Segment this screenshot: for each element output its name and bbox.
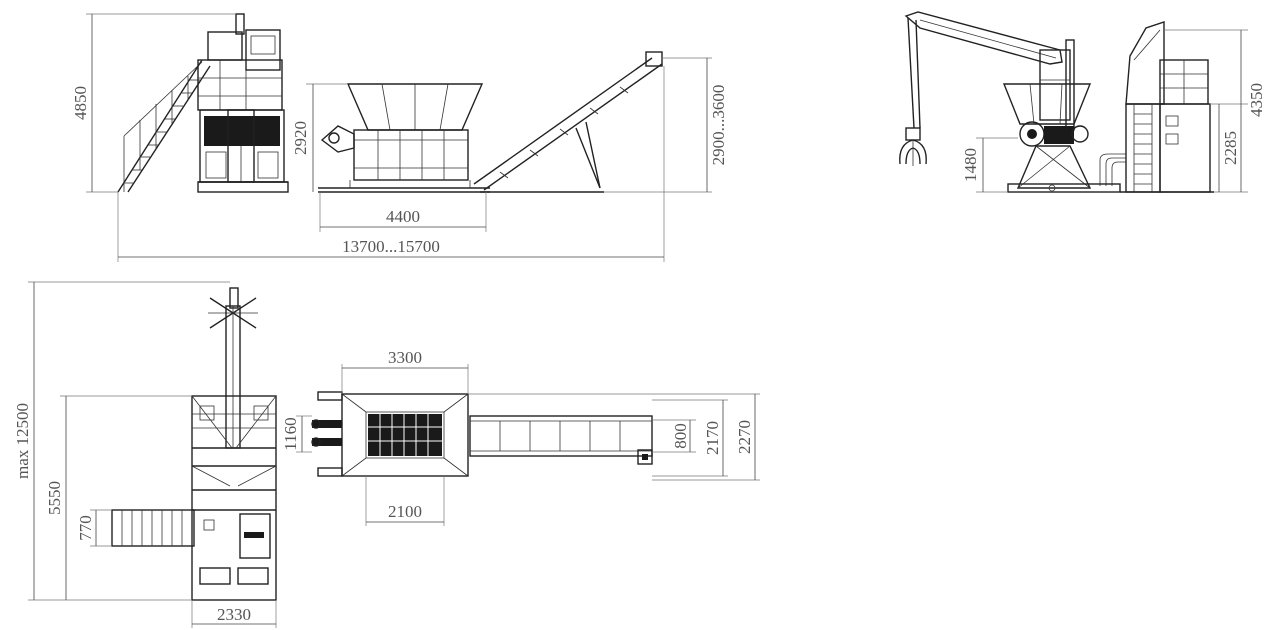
top-dimensions: 3300 1160 2100 800 2170 2270: [281, 348, 760, 526]
plan-frame: [191, 395, 277, 601]
top-view: 3300 1160 2100 800 2170 2270: [281, 348, 760, 526]
loading-crane: [899, 11, 1063, 166]
dim-top-conveyor-width: 800: [671, 423, 690, 449]
dim-total-length: 13700...15700: [342, 237, 440, 256]
dim-plan-frame-length: 5550: [45, 481, 64, 515]
access-stairs: [117, 59, 211, 193]
rear-shredder: [1002, 83, 1126, 193]
dim-hopper-height: 2920: [291, 121, 310, 155]
shredder-unit: [318, 83, 490, 193]
plan-stairs: [111, 509, 195, 547]
dim-conveyor-height: 2900...3600: [709, 85, 728, 166]
side-dimensions: 4850 2920 2900...3600 4400 13700...15700: [71, 13, 728, 262]
dim-side-height: 4850: [71, 86, 90, 120]
dim-top-width: 3300: [388, 348, 422, 367]
top-hopper: [311, 391, 469, 477]
dim-plan-stair-width: 770: [76, 515, 95, 541]
dim-top-inner-width: 2170: [703, 421, 722, 455]
rear-cabin-stair: [1120, 21, 1214, 193]
operator-tower: [197, 13, 289, 193]
dim-rear-low: 1480: [961, 148, 980, 182]
side-elevation-view: 4850 2920 2900...3600 4400 13700...15700: [71, 13, 728, 262]
dim-plan-max-length: max 12500: [13, 403, 32, 479]
dim-rear-platform: 2285: [1221, 131, 1240, 165]
plan-view: max 12500 5550 770 2330: [13, 281, 277, 628]
dim-rear-total: 4350: [1247, 83, 1266, 117]
dim-top-rotor: 1160: [281, 417, 300, 450]
dim-plan-frame-width: 2330: [217, 605, 251, 624]
rear-dimensions: 1480 2285 4350: [961, 29, 1266, 193]
dim-hopper-length: 4400: [386, 207, 420, 226]
crane-column: [1039, 39, 1075, 131]
dim-top-outer-width: 2270: [735, 420, 754, 454]
plan-dimensions: max 12500 5550 770 2330: [13, 281, 277, 628]
top-conveyor: [469, 415, 653, 465]
rear-elevation-view: 1480 2285 4350: [899, 11, 1266, 193]
dim-top-rotor-length: 2100: [388, 502, 422, 521]
plan-crane-boom: [208, 287, 258, 449]
discharge-conveyor: [473, 51, 663, 193]
